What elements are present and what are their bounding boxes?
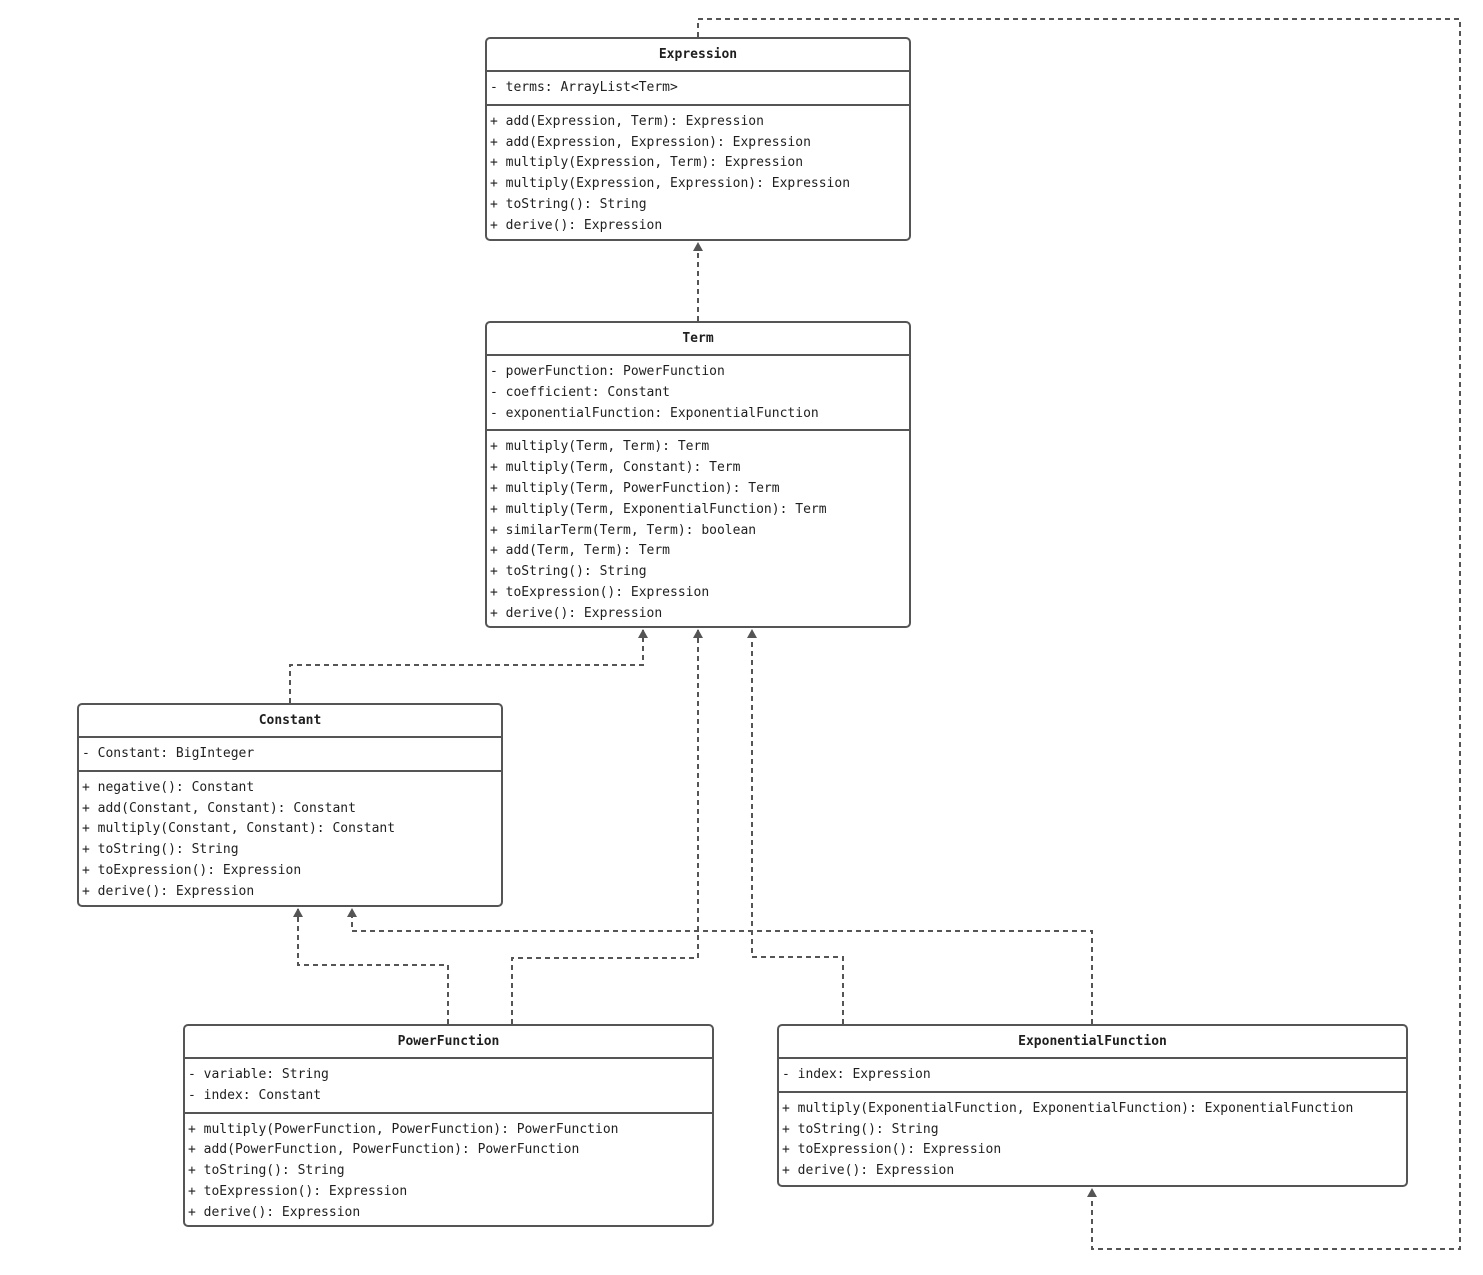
operation: + derive(): Expression	[490, 605, 663, 621]
operation: + multiply(Term, PowerFunction): Term	[490, 480, 780, 496]
attribute: - powerFunction: PowerFunction	[490, 364, 725, 379]
attribute: - variable: String	[188, 1067, 329, 1082]
operation: + similarTerm(Term, Term): boolean	[490, 522, 757, 538]
operation: + multiply(Constant, Constant): Constant	[82, 821, 396, 837]
attribute-list: - variable: String - index: Constant	[185, 1059, 712, 1114]
attribute: - terms: ArrayList<Term>	[490, 80, 678, 95]
operation-list: + multiply(ExponentialFunction, Exponent…	[779, 1093, 1406, 1187]
operation-list: + multiply(Term, Term): Term + multiply(T…	[487, 431, 909, 629]
class-name: Constant	[79, 705, 501, 738]
operation: + toExpression(): Expression	[490, 584, 710, 600]
attribute: - index: Expression	[782, 1067, 931, 1082]
class-term: Term - powerFunction: PowerFunction - coe…	[485, 321, 911, 628]
operation: + negative(): Constant	[82, 779, 255, 795]
operation: + multiply(Term, Constant): Term	[490, 460, 741, 476]
operation: + toString(): String	[82, 842, 239, 858]
edge-exponentialfunction-to-constant	[347, 908, 1093, 1024]
operation: + toExpression(): Expression	[82, 862, 302, 878]
edge-expression-to-exponentialfunction	[697, 18, 1461, 1250]
attribute-list: - index: Expression	[779, 1059, 1406, 1093]
operation: + add(Term, Term): Term	[490, 543, 671, 559]
class-name: ExponentialFunction	[779, 1026, 1406, 1059]
operation: + derive(): Expression	[188, 1204, 361, 1220]
operation-list: + add(Expression, Term): Expression + add…	[487, 106, 909, 242]
class-exponentialfunction: ExponentialFunction - index: Expression …	[777, 1024, 1408, 1187]
class-name: Expression	[487, 39, 909, 72]
operation: + multiply(Term, ExponentialFunction): T…	[490, 501, 827, 517]
operation: + toString(): String	[188, 1163, 345, 1179]
operation: + toExpression(): Expression	[188, 1183, 408, 1199]
edge-powerfunction-to-term	[511, 629, 703, 1024]
operation: + multiply(PowerFunction, PowerFunction)…	[188, 1121, 619, 1137]
operation: + derive(): Expression	[782, 1163, 955, 1179]
attribute: - exponentialFunction: ExponentialFuncti…	[490, 405, 819, 421]
operation: + add(Constant, Constant): Constant	[82, 800, 356, 816]
operation: + add(Expression, Term): Expression	[490, 113, 764, 129]
operation: + derive(): Expression	[490, 217, 663, 233]
operation: + add(Expression, Expression): Expressio…	[490, 134, 811, 150]
operation-list: + negative(): Constant + add(Constant, Co…	[79, 772, 501, 908]
operation: + multiply(Expression, Term): Expression	[490, 155, 804, 171]
operation-list: + multiply(PowerFunction, PowerFunction)…	[185, 1114, 712, 1229]
operation: + multiply(ExponentialFunction, Exponent…	[782, 1100, 1354, 1116]
edge-exponentialfunction-to-term	[747, 629, 844, 1024]
operation: + multiply(Expression, Expression): Expr…	[490, 176, 851, 192]
operation: + toString(): String	[782, 1121, 939, 1137]
attribute-list: - Constant: BigInteger	[79, 738, 501, 772]
operation: + toString(): String	[490, 196, 647, 212]
edge-constant-to-term	[289, 629, 648, 703]
attribute: - coefficient: Constant	[490, 384, 671, 400]
operation: + toExpression(): Expression	[782, 1142, 1002, 1158]
attribute: - index: Constant	[188, 1087, 322, 1103]
operation: + multiply(Term, Term): Term	[490, 439, 710, 455]
class-expression: Expression - terms: ArrayList<Term> + ad…	[485, 37, 911, 241]
operation: + add(PowerFunction, PowerFunction): Pow…	[188, 1142, 580, 1158]
class-name: Term	[487, 323, 909, 356]
attribute-list: - powerFunction: PowerFunction - coeffici…	[487, 356, 909, 432]
class-name: PowerFunction	[185, 1026, 712, 1059]
operation: + derive(): Expression	[82, 883, 255, 899]
edge-powerfunction-to-constant	[293, 908, 449, 1024]
attribute: - Constant: BigInteger	[82, 746, 255, 761]
class-powerfunction: PowerFunction - variable: String - index:…	[183, 1024, 714, 1227]
attribute-list: - terms: ArrayList<Term>	[487, 72, 909, 106]
class-constant: Constant - Constant: BigInteger + negati…	[77, 703, 503, 907]
operation: + toString(): String	[490, 564, 647, 580]
